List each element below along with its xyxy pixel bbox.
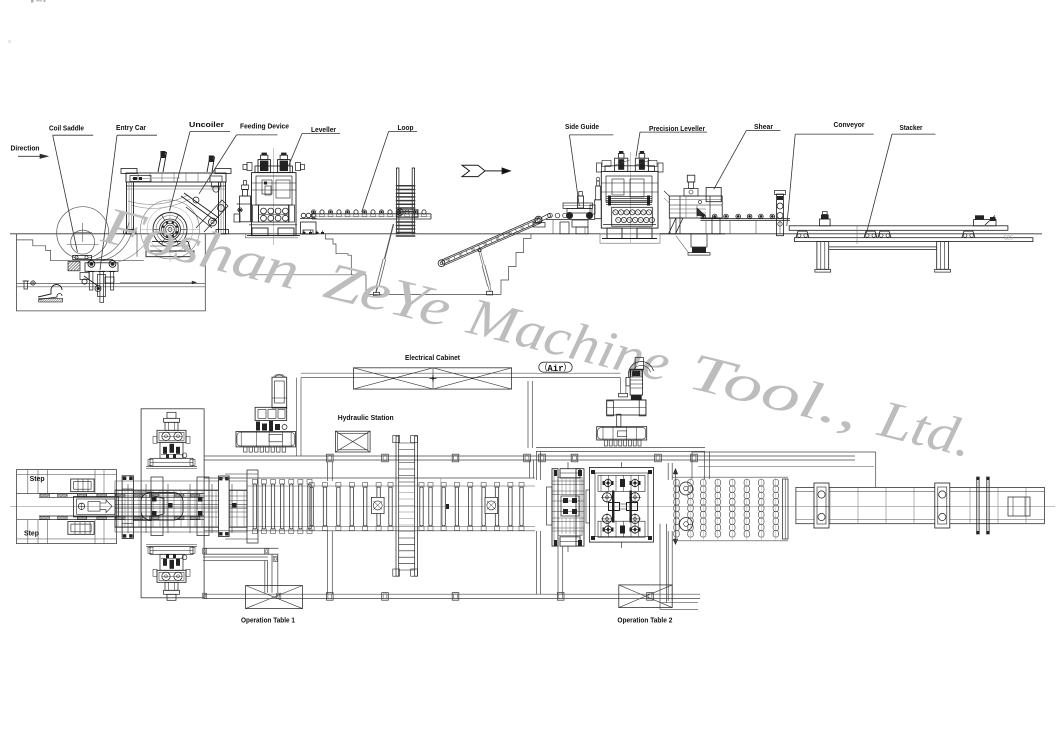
svg-text:Step: Step	[24, 529, 40, 538]
svg-text:Electrical Cabinet: Electrical Cabinet	[405, 353, 460, 362]
svg-text:Conveyor: Conveyor	[834, 120, 865, 129]
svg-text:Stacker: Stacker	[900, 123, 923, 132]
svg-text:Operation Table 1: Operation Table 1	[241, 615, 296, 624]
svg-text:Entry Car: Entry Car	[116, 123, 146, 132]
svg-text:Uncoiler: Uncoiler	[189, 120, 224, 129]
svg-text:Operation Table 2: Operation Table 2	[617, 615, 672, 624]
svg-text:Air: Air	[547, 364, 563, 374]
svg-text:Hydraulic Station: Hydraulic Station	[338, 413, 394, 422]
svg-text:Feeding Device: Feeding Device	[240, 121, 290, 130]
svg-text:Step: Step	[30, 474, 46, 483]
svg-text:Loop: Loop	[398, 123, 414, 132]
svg-text:Leveller: Leveller	[311, 125, 336, 134]
svg-text:Side Guide: Side Guide	[565, 122, 600, 131]
svg-text:Direction: Direction	[11, 143, 40, 152]
svg-text:525: 525	[1004, 236, 1013, 242]
svg-text:Shear: Shear	[754, 122, 773, 131]
svg-text:Precision Leveller: Precision Leveller	[649, 124, 705, 133]
svg-text:Coil Saddle: Coil Saddle	[49, 124, 85, 133]
